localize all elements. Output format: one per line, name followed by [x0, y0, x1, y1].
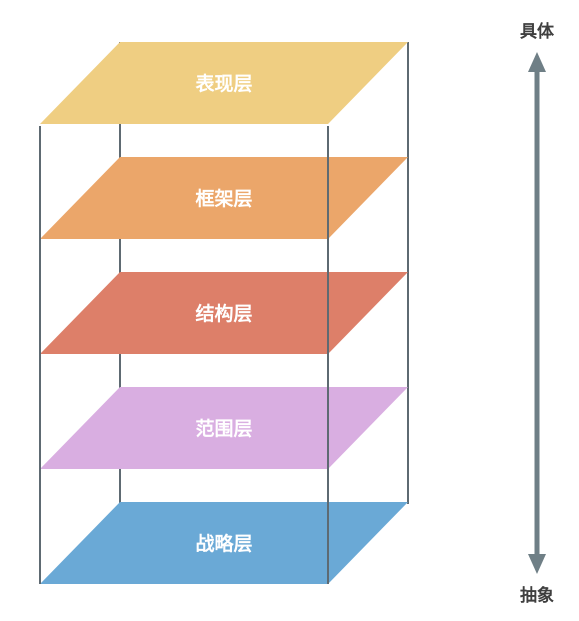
layer-plane	[40, 387, 408, 469]
frame-front-edges	[39, 126, 329, 584]
axis-arrow-down-icon	[528, 554, 546, 574]
layer-plane	[40, 502, 408, 584]
layer-5: 战略层	[40, 502, 408, 584]
layer-2: 框架层	[40, 157, 408, 239]
layer-label: 表现层	[195, 72, 252, 95]
axis-arrow-up-icon	[528, 52, 546, 72]
layer-label: 结构层	[195, 302, 252, 325]
layer-plane	[40, 272, 408, 354]
layer-label: 框架层	[195, 187, 252, 210]
layer-plane	[40, 157, 408, 239]
abstraction-axis: 具体 抽象	[519, 21, 555, 606]
layer-3: 结构层	[40, 272, 408, 354]
layer-1: 表现层	[40, 42, 408, 124]
layer-label: 战略层	[195, 532, 252, 555]
axis-bottom-label: 抽象	[520, 585, 554, 606]
axis-top-label: 具体	[519, 21, 555, 42]
layer-plane	[40, 42, 408, 124]
layer-label: 范围层	[195, 417, 252, 440]
layer-4: 范围层	[40, 387, 408, 469]
